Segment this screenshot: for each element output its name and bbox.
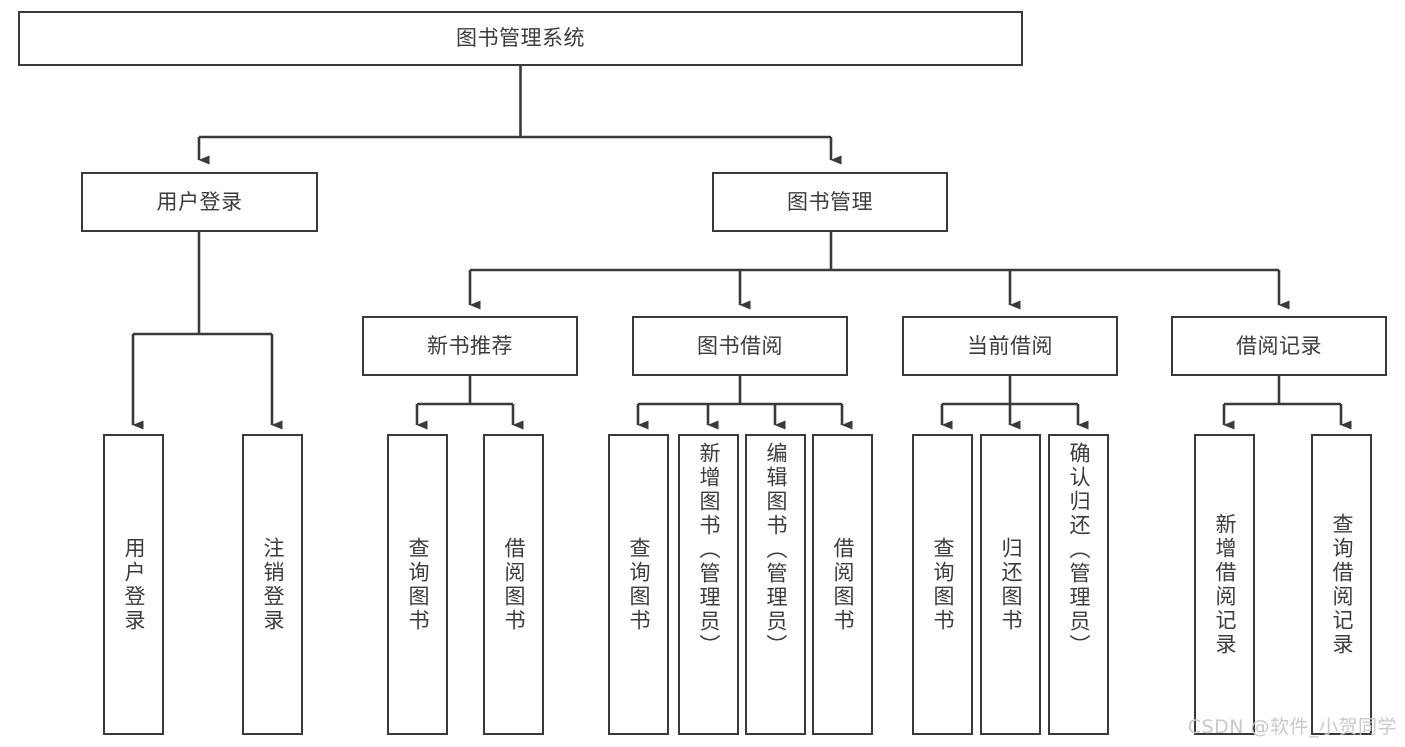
node-book-manage-label: 图书管理 xyxy=(787,189,873,214)
node-leaf-return-book[interactable]: 归还图书 xyxy=(980,434,1041,735)
node-leaf-borrow-book-1-label: 借阅图书 xyxy=(501,536,526,633)
node-leaf-add-book-label: 新增图书（管理员） xyxy=(696,442,721,658)
node-leaf-confirm-return-label: 确认归还（管理员） xyxy=(1066,442,1091,658)
node-new-book-recommend-label: 新书推荐 xyxy=(427,333,513,358)
node-leaf-query-book-3-label: 查询图书 xyxy=(930,536,955,633)
node-book-borrow[interactable]: 图书借阅 xyxy=(632,316,848,376)
node-leaf-user-login-label: 用户登录 xyxy=(121,536,146,633)
node-leaf-confirm-return[interactable]: 确认归还（管理员） xyxy=(1048,434,1109,735)
node-book-borrow-label: 图书借阅 xyxy=(697,333,783,358)
node-leaf-query-book-1[interactable]: 查询图书 xyxy=(387,434,448,735)
node-leaf-borrow-book-2[interactable]: 借阅图书 xyxy=(812,434,873,735)
node-leaf-query-record[interactable]: 查询借阅记录 xyxy=(1311,434,1372,735)
node-leaf-user-login[interactable]: 用户登录 xyxy=(103,434,164,735)
node-leaf-return-book-label: 归还图书 xyxy=(998,536,1023,633)
node-leaf-query-book-1-label: 查询图书 xyxy=(405,536,430,633)
node-leaf-edit-book[interactable]: 编辑图书（管理员） xyxy=(745,434,806,735)
watermark: CSDN @软件_小贺同学 xyxy=(1187,716,1397,738)
node-leaf-add-record[interactable]: 新增借阅记录 xyxy=(1194,434,1255,735)
node-leaf-query-book-3[interactable]: 查询图书 xyxy=(912,434,973,735)
node-leaf-borrow-book-2-label: 借阅图书 xyxy=(830,536,855,633)
node-root-label: 图书管理系统 xyxy=(456,26,585,51)
node-book-manage[interactable]: 图书管理 xyxy=(712,172,948,232)
node-borrow-record[interactable]: 借阅记录 xyxy=(1171,316,1387,376)
node-leaf-query-record-label: 查询借阅记录 xyxy=(1329,512,1354,657)
node-current-borrow[interactable]: 当前借阅 xyxy=(902,316,1118,376)
node-leaf-add-record-label: 新增借阅记录 xyxy=(1212,512,1237,657)
node-user-login-label: 用户登录 xyxy=(156,189,243,214)
node-user-login[interactable]: 用户登录 xyxy=(81,172,318,232)
node-leaf-borrow-book-1[interactable]: 借阅图书 xyxy=(483,434,544,735)
node-leaf-add-book[interactable]: 新增图书（管理员） xyxy=(678,434,739,735)
node-leaf-query-book-2-label: 查询图书 xyxy=(626,536,651,633)
node-leaf-query-book-2[interactable]: 查询图书 xyxy=(608,434,669,735)
node-new-book-recommend[interactable]: 新书推荐 xyxy=(362,316,578,376)
node-leaf-logout-label: 注销登录 xyxy=(260,536,285,633)
node-current-borrow-label: 当前借阅 xyxy=(967,333,1053,358)
node-leaf-logout[interactable]: 注销登录 xyxy=(242,434,303,735)
node-root[interactable]: 图书管理系统 xyxy=(18,11,1023,66)
node-borrow-record-label: 借阅记录 xyxy=(1236,333,1322,358)
node-leaf-edit-book-label: 编辑图书（管理员） xyxy=(763,442,788,658)
